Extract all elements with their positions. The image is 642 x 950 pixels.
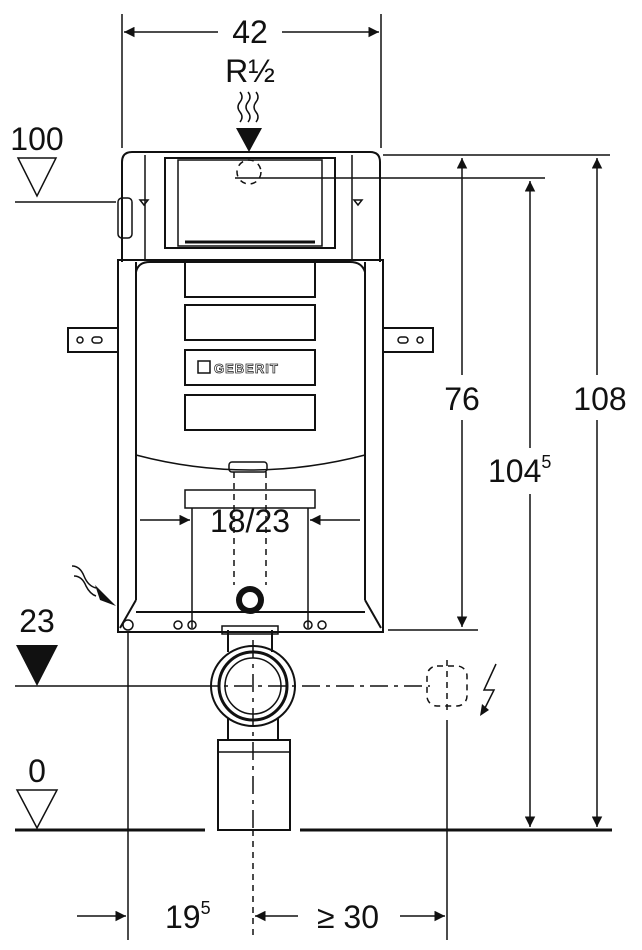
- panel: [184, 304, 316, 341]
- dimension-width-42: 42 R½: [121, 14, 382, 148]
- height-108-label: 108: [573, 381, 626, 417]
- left-bracket: [67, 327, 119, 353]
- electric-power-icon: [480, 663, 497, 716]
- width-label: 42: [232, 14, 268, 50]
- offset-left-label: 195: [165, 898, 211, 935]
- right-bracket: [382, 327, 434, 353]
- drain-pipe: [210, 625, 296, 831]
- height-104-label: 1045: [488, 452, 551, 489]
- electric-socket: [426, 660, 468, 712]
- level-0: 0: [15, 753, 612, 832]
- level-100-label: 100: [10, 121, 63, 157]
- level-0-label: 0: [28, 753, 46, 789]
- height-104-value: 104: [488, 453, 541, 489]
- bottom-dimensions: 195 ≥ 30: [77, 632, 448, 940]
- mounting-frame: GEBERIT: [67, 259, 434, 633]
- level-23-label: 23: [19, 603, 55, 639]
- socket-offset-label: ≥ 30: [317, 899, 379, 935]
- height-104-superscript: 5: [541, 452, 551, 472]
- panel: [184, 261, 316, 298]
- panel: [184, 349, 316, 386]
- panel: [184, 394, 316, 431]
- pneumatic-supply-icon: [71, 565, 116, 606]
- level-100: 100: [10, 121, 116, 203]
- offset-left-value: 19: [165, 899, 201, 935]
- vertical-dimensions: 76 1045 108: [383, 154, 627, 827]
- level-23: 23: [15, 603, 430, 687]
- water-connection-label: R½: [225, 53, 275, 89]
- water-supply-icon: [236, 91, 262, 185]
- dimension-18-23: 18/23: [140, 503, 360, 628]
- height-76-label: 76: [444, 381, 480, 417]
- brand-logo: GEBERIT: [214, 361, 279, 376]
- offset-left-superscript: 5: [201, 898, 211, 918]
- cistern-frame: [117, 151, 545, 262]
- spacing-label: 18/23: [210, 503, 290, 539]
